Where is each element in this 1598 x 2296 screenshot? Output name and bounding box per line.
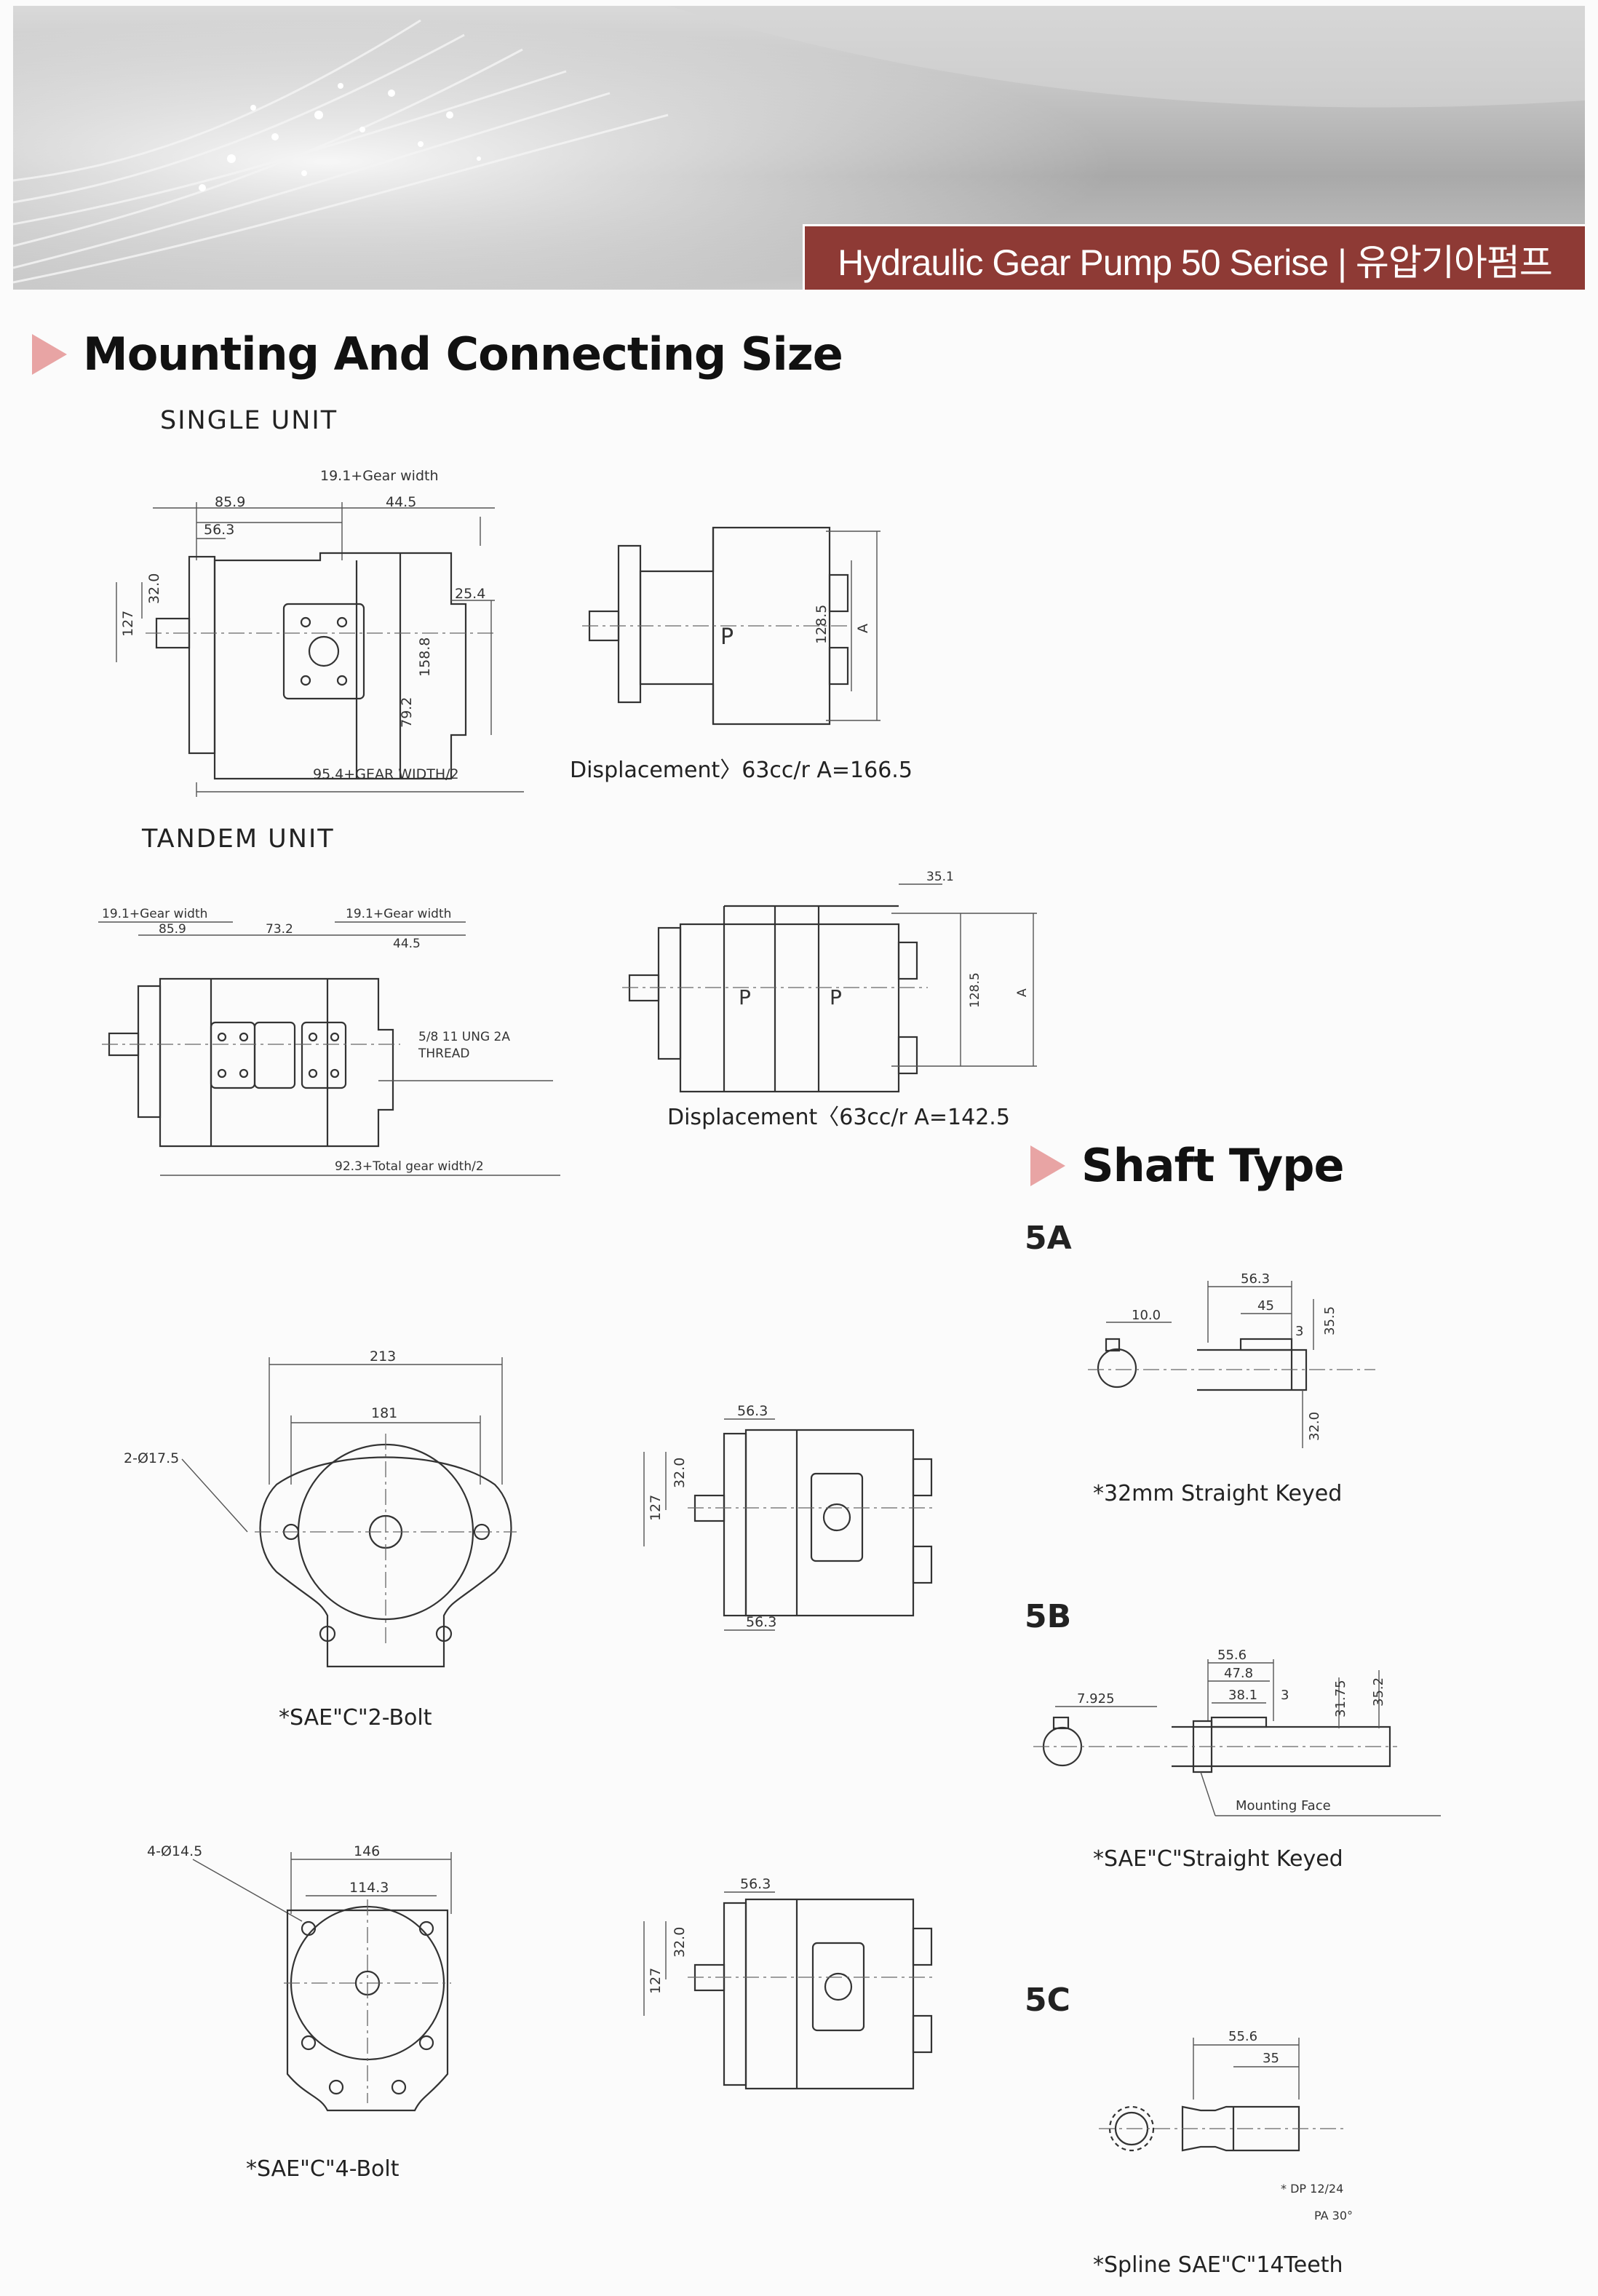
svg-text:35.1: 35.1 [926, 870, 954, 884]
tandem-unit-displacement: Displacement〈63cc/r A=142.5 [667, 1105, 1010, 1130]
svg-text:73.2: 73.2 [266, 922, 293, 937]
svg-text:114.3: 114.3 [349, 1880, 389, 1896]
svg-text:3: 3 [1281, 1688, 1289, 1703]
svg-text:128.5: 128.5 [968, 972, 982, 1008]
svg-text:* DP 12/24: * DP 12/24 [1281, 2182, 1343, 2196]
svg-text:56.3: 56.3 [1241, 1271, 1270, 1287]
shaft-5a-drawing: 56.3 45 10.0 3 35.5 32.0 [1088, 1271, 1375, 1448]
svg-text:127: 127 [120, 611, 136, 637]
svg-text:19.1+Gear width: 19.1+Gear width [102, 907, 207, 921]
fiber-optic-photo [13, 6, 1585, 290]
svg-text:3: 3 [1295, 1324, 1303, 1339]
shaft-5b-drawing: 55.6 47.8 7.925 38.1 3 31.75 35.2 Mounti… [1033, 1648, 1441, 1816]
tandem-unit-front-drawing: 19.1+Gear width 85.9 73.2 19.1+Gear widt… [98, 907, 560, 1176]
svg-text:38.1: 38.1 [1228, 1688, 1257, 1703]
svg-text:10.0: 10.0 [1132, 1308, 1161, 1323]
svg-text:158.8: 158.8 [417, 637, 433, 677]
svg-text:2-Ø17.5: 2-Ø17.5 [124, 1450, 179, 1466]
single-unit-label: SINGLE UNIT [160, 406, 338, 435]
svg-text:32.0: 32.0 [672, 1458, 688, 1488]
svg-text:45: 45 [1257, 1298, 1274, 1314]
triangle-bullet-icon [1030, 1145, 1065, 1186]
svg-text:32.0: 32.0 [146, 573, 162, 604]
svg-text:35: 35 [1263, 2051, 1279, 2066]
svg-text:95.4+GEAR WIDTH/2: 95.4+GEAR WIDTH/2 [313, 766, 459, 782]
flange-4bolt-side-drawing: 56.3 127 32.0 [643, 1876, 935, 2090]
svg-text:25.4: 25.4 [455, 586, 485, 602]
svg-text:P: P [739, 985, 751, 1009]
svg-text:7.925: 7.925 [1077, 1691, 1115, 1707]
svg-text:P: P [720, 624, 734, 650]
banner-title: Hydraulic Gear Pump 50 Serise | 유압기아펌프 [803, 224, 1585, 290]
svg-text:146: 146 [354, 1843, 380, 1859]
svg-text:92.3+Total gear width/2: 92.3+Total gear width/2 [335, 1159, 484, 1174]
svg-text:32.0: 32.0 [672, 1927, 688, 1958]
svg-text:19.1+Gear width: 19.1+Gear width [320, 468, 439, 484]
shaft-5a-code: 5A [1025, 1220, 1072, 1257]
svg-text:44.5: 44.5 [393, 937, 421, 951]
svg-text:Mounting Face: Mounting Face [1236, 1798, 1331, 1814]
svg-text:85.9: 85.9 [159, 922, 186, 937]
shaft-5b-code: 5B [1025, 1598, 1072, 1635]
svg-text:213: 213 [370, 1348, 396, 1365]
shaft-5c-caption: *Spline SAE"C"14Teeth [1093, 2252, 1343, 2278]
single-unit-front-drawing: 19.1+Gear width 85.9 44.5 56.3 127 32.0 … [116, 468, 524, 797]
single-unit-side-drawing: P 128.5 A [582, 526, 881, 726]
svg-text:55.6: 55.6 [1228, 2029, 1257, 2044]
single-unit-displacement: Displacement〉63cc/r A=166.5 [570, 758, 913, 783]
svg-text:55.6: 55.6 [1217, 1648, 1247, 1663]
svg-text:35.2: 35.2 [1371, 1677, 1386, 1707]
svg-text:79.2: 79.2 [399, 697, 415, 728]
svg-text:P: P [830, 985, 842, 1009]
svg-text:56.3: 56.3 [204, 522, 234, 538]
svg-text:85.9: 85.9 [215, 494, 245, 510]
svg-text:PA 30°: PA 30° [1314, 2209, 1353, 2222]
svg-text:181: 181 [371, 1405, 397, 1421]
svg-text:128.5: 128.5 [814, 605, 830, 644]
flange-4bolt-drawing: 146 114.3 4-Ø14.5 [147, 1843, 452, 2112]
svg-text:44.5: 44.5 [386, 494, 416, 510]
triangle-bullet-icon [32, 333, 67, 375]
svg-text:127: 127 [648, 1968, 664, 1994]
svg-text:56.3: 56.3 [746, 1614, 776, 1630]
flange-2bolt-caption: *SAE"C"2-Bolt [279, 1705, 432, 1731]
shaft-5c-drawing: 55.6 35 * DP 12/24 PA 30° [1099, 2029, 1353, 2222]
flange-2bolt-side-drawing: 56.3 127 32.0 56.3 [643, 1403, 935, 1631]
header-banner: Hydraulic Gear Pump 50 Serise | 유압기아펌프 [13, 6, 1585, 290]
section-heading-mounting: Mounting And Connecting Size [32, 327, 843, 381]
svg-text:31.75: 31.75 [1333, 1680, 1348, 1717]
flange-4bolt-caption: *SAE"C"4-Bolt [246, 2156, 400, 2182]
svg-text:35.5: 35.5 [1322, 1306, 1337, 1335]
shaft-5c-code: 5C [1025, 1982, 1070, 2019]
svg-text:56.3: 56.3 [737, 1403, 768, 1419]
svg-text:127: 127 [648, 1495, 664, 1521]
svg-text:A: A [855, 624, 871, 633]
shaft-5b-caption: *SAE"C"Straight Keyed [1093, 1846, 1343, 1872]
svg-text:A: A [1015, 988, 1030, 997]
svg-text:32.0: 32.0 [1307, 1412, 1322, 1441]
svg-text:4-Ø14.5: 4-Ø14.5 [147, 1843, 202, 1859]
shaft-5a-caption: *32mm Straight Keyed [1093, 1481, 1343, 1506]
svg-text:47.8: 47.8 [1224, 1666, 1253, 1681]
svg-text:56.3: 56.3 [740, 1876, 771, 1892]
tandem-unit-side-drawing: 35.1 P P 128.5 A [622, 870, 1037, 1093]
svg-text:5/8 11 UNG 2A: 5/8 11 UNG 2A [418, 1030, 510, 1044]
section-heading-shaft: Shaft Type [1030, 1139, 1345, 1192]
svg-text:THREAD: THREAD [418, 1046, 469, 1061]
tandem-unit-label: TANDEM UNIT [142, 825, 335, 854]
svg-text:19.1+Gear width: 19.1+Gear width [346, 907, 451, 921]
flange-2bolt-drawing: 213 181 2-Ø17.5 [124, 1348, 517, 1668]
